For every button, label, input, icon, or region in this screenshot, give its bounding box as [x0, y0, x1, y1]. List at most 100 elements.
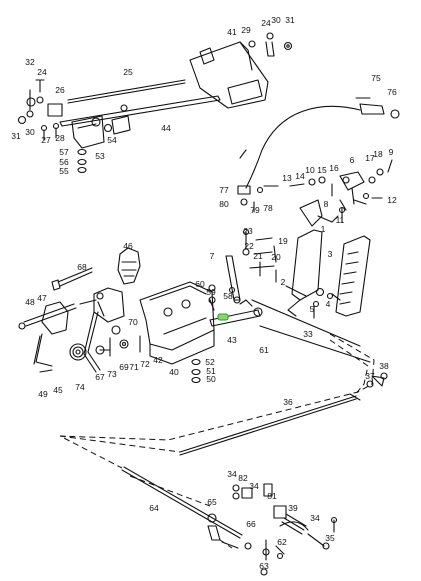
pin-68	[57, 267, 93, 283]
callout-68: 68	[77, 261, 87, 272]
callout-45: 45	[53, 384, 63, 395]
callout-2: 2	[280, 276, 286, 287]
callout-17: 17	[365, 152, 375, 163]
callout-16: 16	[329, 162, 339, 173]
callout-25: 25	[123, 66, 133, 77]
callout-66: 66	[246, 518, 256, 529]
callout-35: 35	[325, 532, 335, 543]
callout-81: 81	[267, 490, 277, 501]
throttle-rod-25	[67, 79, 186, 101]
callout-30a: 30	[271, 14, 281, 25]
accelerator-pedal-arm-1	[291, 229, 323, 301]
callout-31b: 31	[11, 130, 21, 141]
callout-39: 39	[288, 502, 298, 513]
callout-73: 73	[107, 368, 117, 379]
callout-28: 28	[55, 132, 65, 143]
cable-36	[179, 395, 357, 453]
callout-6: 6	[349, 154, 355, 165]
callout-34b: 34	[249, 480, 259, 491]
callout-47: 47	[37, 292, 47, 303]
callout-49: 49	[38, 388, 48, 399]
callout-36: 36	[283, 396, 293, 407]
callout-57: 57	[59, 146, 69, 157]
callout-37: 37	[365, 370, 375, 381]
callout-34c: 34	[310, 512, 320, 523]
throttle-cable-75	[245, 105, 361, 189]
callout-52: 52	[205, 356, 215, 367]
callout-12: 12	[387, 194, 397, 205]
callout-63: 63	[259, 560, 269, 571]
callout-61: 61	[259, 344, 269, 355]
callout-22: 22	[244, 240, 254, 251]
shaft-44	[59, 95, 221, 127]
accelerator-pedal-3	[335, 235, 371, 317]
callout-7: 7	[209, 250, 215, 261]
callout-54: 54	[107, 134, 117, 145]
callout-48: 48	[25, 296, 35, 307]
callout-18: 18	[373, 148, 383, 159]
lever-6	[339, 171, 365, 191]
highlighted-part	[217, 313, 229, 321]
callout-46: 46	[123, 240, 133, 251]
callout-74: 74	[75, 381, 85, 392]
callout-56: 56	[59, 156, 69, 167]
lever-8	[299, 199, 323, 227]
callout-53: 53	[95, 150, 105, 161]
callout-23: 23	[243, 225, 253, 236]
callout-19: 19	[278, 235, 288, 246]
callout-44: 44	[161, 122, 171, 133]
callout-24a: 24	[261, 17, 271, 28]
callout-11: 11	[335, 214, 345, 225]
dashed-routing-outer	[59, 333, 375, 469]
callout-76: 76	[387, 86, 397, 97]
callout-65: 65	[207, 496, 217, 507]
callout-3: 3	[327, 248, 333, 259]
callout-60: 60	[195, 278, 205, 289]
callout-64: 64	[149, 502, 159, 513]
callout-41: 41	[227, 26, 237, 37]
callout-82: 82	[238, 472, 248, 483]
callout-30b: 30	[25, 126, 35, 137]
callout-10: 10	[305, 164, 315, 175]
callout-72: 72	[140, 358, 150, 369]
callout-71: 71	[129, 361, 139, 372]
callout-75: 75	[371, 72, 381, 83]
callout-69: 69	[119, 361, 129, 372]
callout-13: 13	[282, 172, 292, 183]
callout-29: 29	[241, 24, 251, 35]
callout-62: 62	[277, 536, 287, 547]
callout-24b: 24	[37, 66, 47, 77]
callout-14: 14	[295, 170, 305, 181]
callout-40: 40	[169, 366, 179, 377]
callout-4: 4	[325, 298, 331, 309]
callout-77: 77	[219, 184, 229, 195]
callout-55: 55	[59, 165, 69, 176]
callout-32: 32	[25, 56, 35, 67]
brake-pedal-pad	[41, 301, 69, 335]
callout-58: 58	[223, 290, 233, 301]
callout-21: 21	[253, 250, 263, 261]
spring-39	[281, 513, 307, 535]
callout-15: 15	[317, 164, 327, 175]
callout-51: 51	[206, 365, 216, 376]
bracket-53	[71, 115, 105, 149]
callout-20: 20	[271, 251, 281, 262]
pedal-pad-46	[117, 247, 141, 285]
callout-79: 79	[250, 204, 260, 215]
callout-5: 5	[309, 303, 315, 314]
callout-50: 50	[206, 373, 216, 384]
dashed-routing-inner	[329, 339, 369, 397]
callout-42: 42	[153, 354, 163, 365]
cable-64	[121, 469, 241, 539]
callout-67: 67	[95, 371, 105, 382]
callout-34a: 34	[227, 468, 237, 479]
callout-70: 70	[128, 316, 138, 327]
callout-78: 78	[263, 202, 273, 213]
callout-8: 8	[323, 198, 329, 209]
callout-59: 59	[206, 286, 216, 297]
callout-27: 27	[41, 134, 51, 145]
callout-1: 1	[320, 223, 326, 234]
callout-31a: 31	[285, 14, 295, 25]
